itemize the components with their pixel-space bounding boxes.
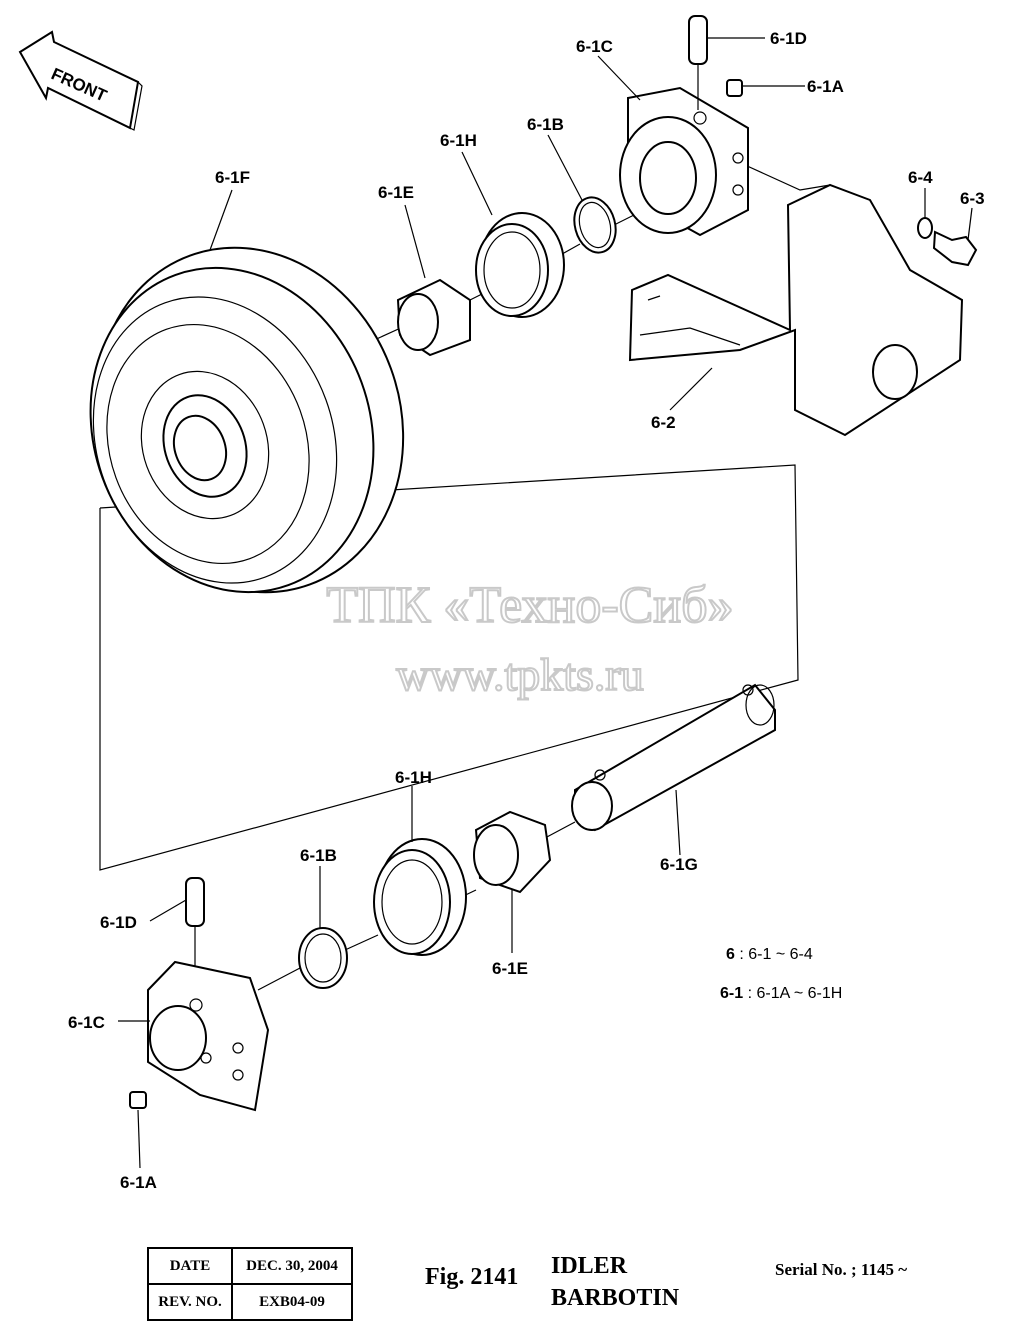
seal-ring-6-1h-bottom	[373, 838, 467, 956]
callout-6-1c-bottom: 6-1C	[68, 1013, 105, 1032]
watermark-line-2: www.tpkts.ru	[396, 649, 643, 700]
figure-title-line-1: IDLER	[551, 1253, 628, 1279]
figure-title: IDLER BARBOTIN	[551, 1250, 679, 1314]
callout-6-4: 6-4	[908, 168, 933, 187]
callout-6-1d-bottom: 6-1D	[100, 913, 137, 932]
callout-6-1a-bottom: 6-1A	[120, 1173, 157, 1192]
callout-6-1b-bottom: 6-1B	[300, 846, 337, 865]
idler-wheel-6-1f	[89, 246, 405, 594]
date-label: DATE	[147, 1247, 233, 1285]
leader-lines	[118, 37, 973, 1169]
callout-6-1b-top: 6-1B	[527, 115, 564, 134]
serial-number: Serial No. ; 1145 ~	[775, 1260, 908, 1279]
bracket-6-1c-top	[619, 86, 749, 237]
front-arrow-icon: FRONT	[18, 30, 143, 131]
bolt-6-3	[932, 230, 978, 267]
set-screw-6-1a-top	[726, 79, 743, 97]
bracket-6-1c-bottom	[147, 960, 270, 1112]
title-block-row-rev: REV. NO. EXB04-09	[147, 1283, 353, 1321]
callout-6-1h-bottom: 6-1H	[395, 768, 432, 787]
shaft-6-1g	[571, 683, 776, 832]
callout-6-2: 6-2	[651, 413, 676, 432]
callout-6-1a-top: 6-1A	[807, 77, 844, 96]
rev-value: EXB04-09	[231, 1283, 353, 1321]
callout-6-1c-top: 6-1C	[576, 37, 613, 56]
figure-title-line-2: BARBOTIN	[551, 1285, 680, 1311]
title-block-table: DATE DEC. 30, 2004 REV. NO. EXB04-09	[147, 1247, 353, 1321]
callout-6-1f: 6-1F	[215, 168, 250, 187]
pin-6-1d-top	[688, 15, 708, 110]
title-block-row-date: DATE DEC. 30, 2004	[147, 1247, 353, 1285]
callout-6-1e-top: 6-1E	[378, 183, 414, 202]
callout-6-3: 6-3	[960, 189, 985, 208]
seal-ring-6-1h-top	[475, 212, 565, 318]
rev-label: REV. NO.	[147, 1283, 233, 1321]
legend-key-6-1: 6-1	[720, 985, 744, 1002]
watermark-line-1: ТПК «Техно-Сиб»	[326, 577, 733, 634]
legend-row-2: 6-1 : 6-1A ~ 6-1H	[720, 985, 842, 1003]
collar-6-1e-bottom	[473, 810, 552, 894]
figure-number: Fig. 2141	[425, 1264, 519, 1290]
collar-6-1e-top	[396, 278, 471, 357]
callout-6-1d-top: 6-1D	[770, 29, 807, 48]
set-screw-6-1a-bottom	[129, 1091, 147, 1109]
washer-6-4	[917, 217, 933, 239]
callout-6-1h-top: 6-1H	[440, 131, 477, 150]
o-ring-6-1b-top	[573, 196, 617, 254]
callout-6-1g: 6-1G	[660, 855, 698, 874]
date-value: DEC. 30, 2004	[231, 1247, 353, 1285]
legend-key-6: 6	[726, 946, 735, 963]
o-ring-6-1b-bottom	[298, 927, 348, 989]
legend-value-6: : 6-1 ~ 6-4	[739, 946, 813, 963]
frame-6-2	[628, 183, 964, 437]
legend-row-1: 6 : 6-1 ~ 6-4	[726, 946, 813, 964]
legend-value-6-1: : 6-1A ~ 6-1H	[747, 985, 843, 1002]
callout-6-1e-bottom: 6-1E	[492, 959, 528, 978]
